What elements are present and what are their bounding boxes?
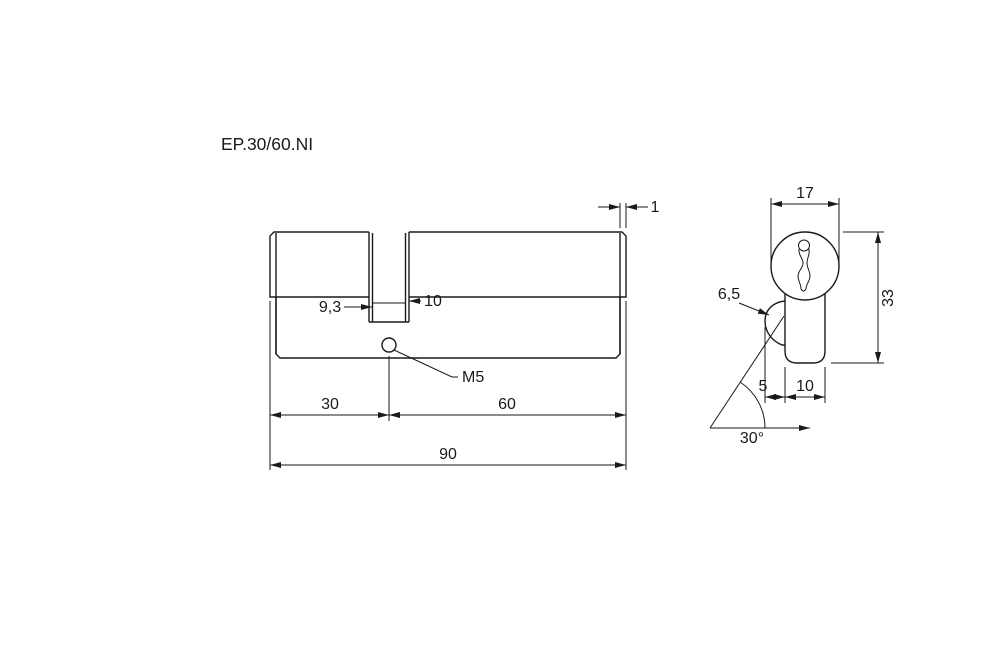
keyway-profile [797, 239, 811, 292]
dim-label-9-3: 9,3 [319, 299, 341, 316]
cylinder-body-outline [269, 231, 627, 359]
dim-label-5: 5 [759, 378, 768, 395]
dimension-slot-width: 10 [409, 293, 442, 310]
keyway-bottom [800, 288, 807, 292]
dimension-bottom-widths: 5 10 [759, 327, 826, 403]
keyway-bulb [798, 239, 810, 252]
m5-label: M5 [462, 369, 484, 386]
keyway-left-wave [797, 248, 804, 290]
dimension-cam-angle: 30° [709, 315, 810, 447]
dim-label-1: 1 [651, 199, 660, 216]
dim-label-6-5: 6,5 [718, 286, 740, 303]
angle-arc [739, 381, 766, 429]
cylinder-lower-body [784, 294, 826, 364]
leader-arrow [738, 302, 770, 316]
keyway-right-wave [805, 248, 811, 290]
dim-label-30: 30 [321, 396, 339, 413]
dim-label-17: 17 [796, 185, 814, 202]
front-view: 17 33 6,5 5 10 30° [709, 185, 897, 447]
dim-label-90: 90 [439, 446, 457, 463]
dimension-diameter: 17 [770, 185, 840, 266]
dimension-end-ring: 1 [598, 199, 660, 228]
angle-inclined-line [709, 315, 785, 429]
dimension-slot-inner: 9,3 [319, 299, 372, 316]
dimension-height: 33 [831, 231, 897, 364]
cam-lug [764, 300, 786, 346]
m5-leader-line [393, 349, 458, 378]
dimension-lengths: 30 60 90 [269, 301, 627, 470]
dim-label-33: 33 [880, 289, 897, 307]
dim-label-60: 60 [498, 396, 516, 413]
dim-label-slot-10: 10 [424, 293, 442, 310]
dim-label-body-10: 10 [796, 378, 814, 395]
dim-label-30deg: 30° [740, 430, 764, 447]
m5-screw-hole [381, 337, 397, 353]
side-view: M5 1 9,3 10 30 60 90 [269, 199, 660, 470]
dimension-cam: 6,5 [718, 286, 770, 316]
drawing-title: EP.30/60.NI [221, 134, 313, 154]
